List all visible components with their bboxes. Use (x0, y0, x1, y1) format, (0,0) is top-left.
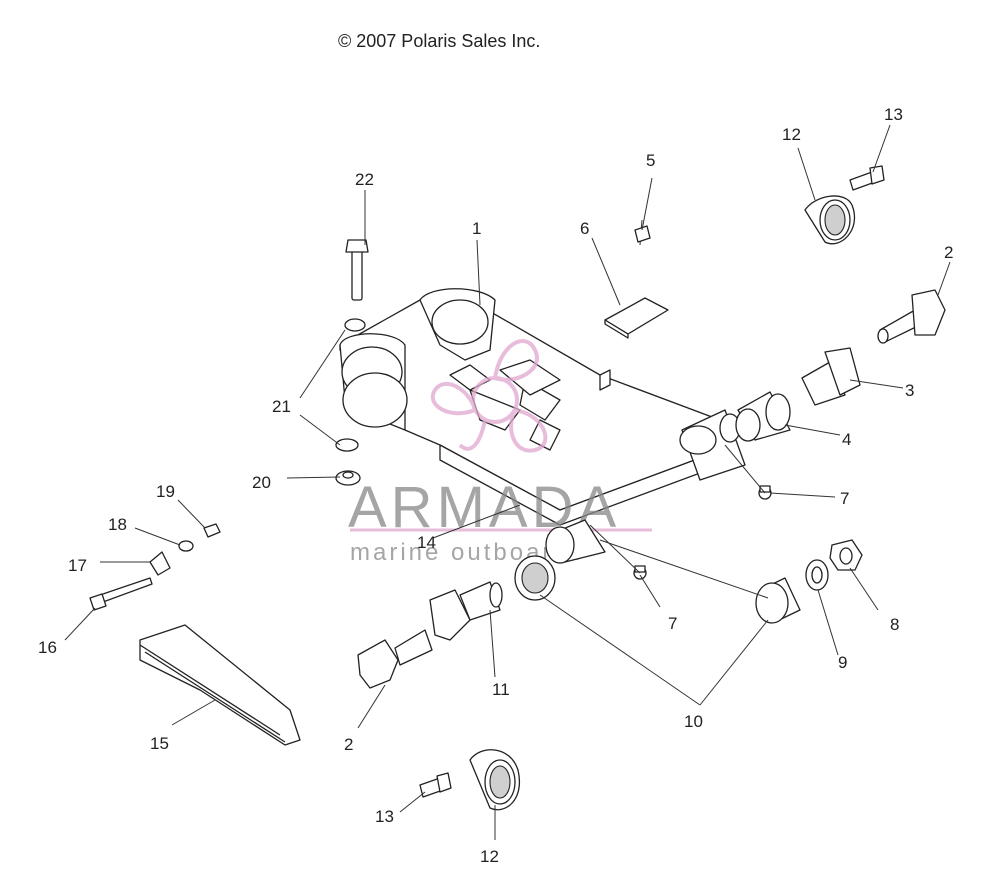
bolt-part-16 (89, 577, 153, 611)
part-labels: 1 2 2 3 4 5 6 7 7 8 9 10 11 12 12 13 13 … (38, 105, 953, 866)
label-6: 6 (580, 219, 589, 238)
label-3: 3 (905, 381, 914, 400)
label-17: 17 (68, 556, 87, 575)
label-2-upper: 2 (944, 243, 953, 262)
label-18: 18 (108, 515, 127, 534)
label-4: 4 (842, 430, 851, 449)
label-16: 16 (38, 638, 57, 657)
bolt-part-22 (345, 239, 369, 301)
label-11: 11 (492, 680, 510, 699)
bushing-part-14 (545, 519, 606, 564)
label-8: 8 (890, 615, 899, 634)
label-10: 10 (684, 712, 703, 731)
washer-part-18 (178, 540, 194, 552)
label-20: 20 (252, 473, 271, 492)
label-5: 5 (646, 151, 655, 170)
pivot-shaft-part-2-lower (357, 629, 433, 689)
bearing-plate-part-12-lower (469, 749, 521, 811)
bolt-part-13-upper (849, 165, 885, 191)
rivet-part-5 (634, 219, 651, 246)
leader-lines (64, 124, 951, 840)
washer-part-21-upper (344, 318, 366, 332)
label-12-upper: 12 (782, 125, 801, 144)
label-12-lower: 12 (480, 847, 499, 866)
label-7-upper: 7 (840, 489, 849, 508)
label-13-lower: 13 (375, 807, 394, 826)
nut-part-8 (829, 539, 863, 571)
label-14: 14 (417, 533, 436, 552)
copyright-notice: © 2007 Polaris Sales Inc. (338, 31, 541, 51)
label-1: 1 (472, 219, 481, 238)
label-21: 21 (272, 397, 291, 416)
spacer-part-17 (149, 551, 171, 576)
bushing-part-3 (801, 347, 861, 406)
swingarm-body (339, 288, 746, 526)
label-2-lower: 2 (344, 735, 353, 754)
bearing-part-10-left (514, 555, 556, 601)
plate-part-6 (604, 297, 669, 339)
label-7-lower: 7 (668, 614, 677, 633)
washer-part-21-lower (335, 438, 359, 452)
bearing-part-10-right (755, 577, 801, 624)
label-15: 15 (150, 734, 169, 753)
slider-part-15 (139, 624, 301, 746)
washer-part-9 (805, 559, 829, 591)
label-22: 22 (355, 170, 374, 189)
nut-part-20 (335, 470, 361, 486)
bearing-plate-part-12-upper (804, 195, 856, 245)
bearing-part-4 (735, 391, 791, 442)
label-9: 9 (838, 653, 847, 672)
label-13-upper: 13 (884, 105, 903, 124)
pivot-shaft-part-2-upper (877, 289, 946, 344)
bolt-part-13-lower (419, 772, 452, 798)
label-19: 19 (156, 482, 175, 501)
nut-part-19 (203, 523, 221, 538)
